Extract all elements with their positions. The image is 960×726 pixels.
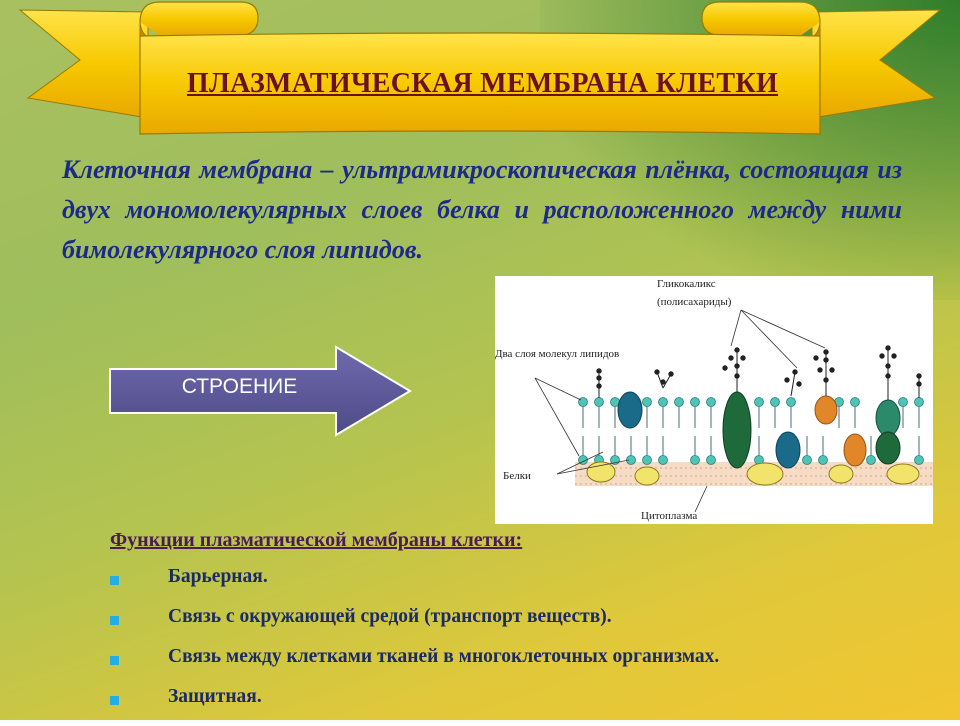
bullet-square-icon: [110, 696, 119, 705]
glycocalyx-chains: [596, 345, 922, 400]
glycocalyx-label: Гликокаликс: [657, 278, 716, 290]
lipid-layers-label: Два слоя молекул липидов: [495, 348, 620, 360]
function-text: Защитная.: [168, 686, 262, 707]
bullet-square-icon: [110, 656, 119, 665]
function-text: Барьерная.: [168, 566, 268, 587]
function-text: Связь с окружающей средой (транспорт вещ…: [168, 606, 612, 627]
structure-arrow[interactable]: [108, 345, 413, 437]
membrane-diagram: Гликокаликс (полисахариды) Два слоя моле…: [495, 276, 933, 524]
bullet-square-icon: [110, 616, 119, 625]
page-title: ПЛАЗМАТИЧЕСКАЯ МЕМБРАНА КЛЕТКИ: [186, 68, 779, 99]
title-banner: [18, 1, 942, 135]
membrane-proteins: [586, 391, 920, 486]
membrane-illustration: [534, 309, 933, 513]
upper-lipid-layer: [578, 397, 924, 428]
cytoplasm-label: Цитоплазма: [641, 510, 698, 522]
lower-lipid-layer: [578, 436, 924, 465]
structure-arrow-label: СТРОЕНИЕ: [181, 375, 298, 398]
functions-heading: Функции плазматической мембраны клетки:: [110, 529, 523, 551]
bullet-square-icon: [110, 576, 119, 585]
polysaccharides-label: (полисахариды): [657, 296, 732, 308]
label-pointers: [534, 309, 826, 513]
proteins-label: Белки: [503, 470, 531, 482]
function-text: Связь между клетками тканей в многоклето…: [168, 646, 720, 667]
intro-paragraph: Клеточная мембрана – ультрамикроскопичес…: [62, 155, 902, 264]
